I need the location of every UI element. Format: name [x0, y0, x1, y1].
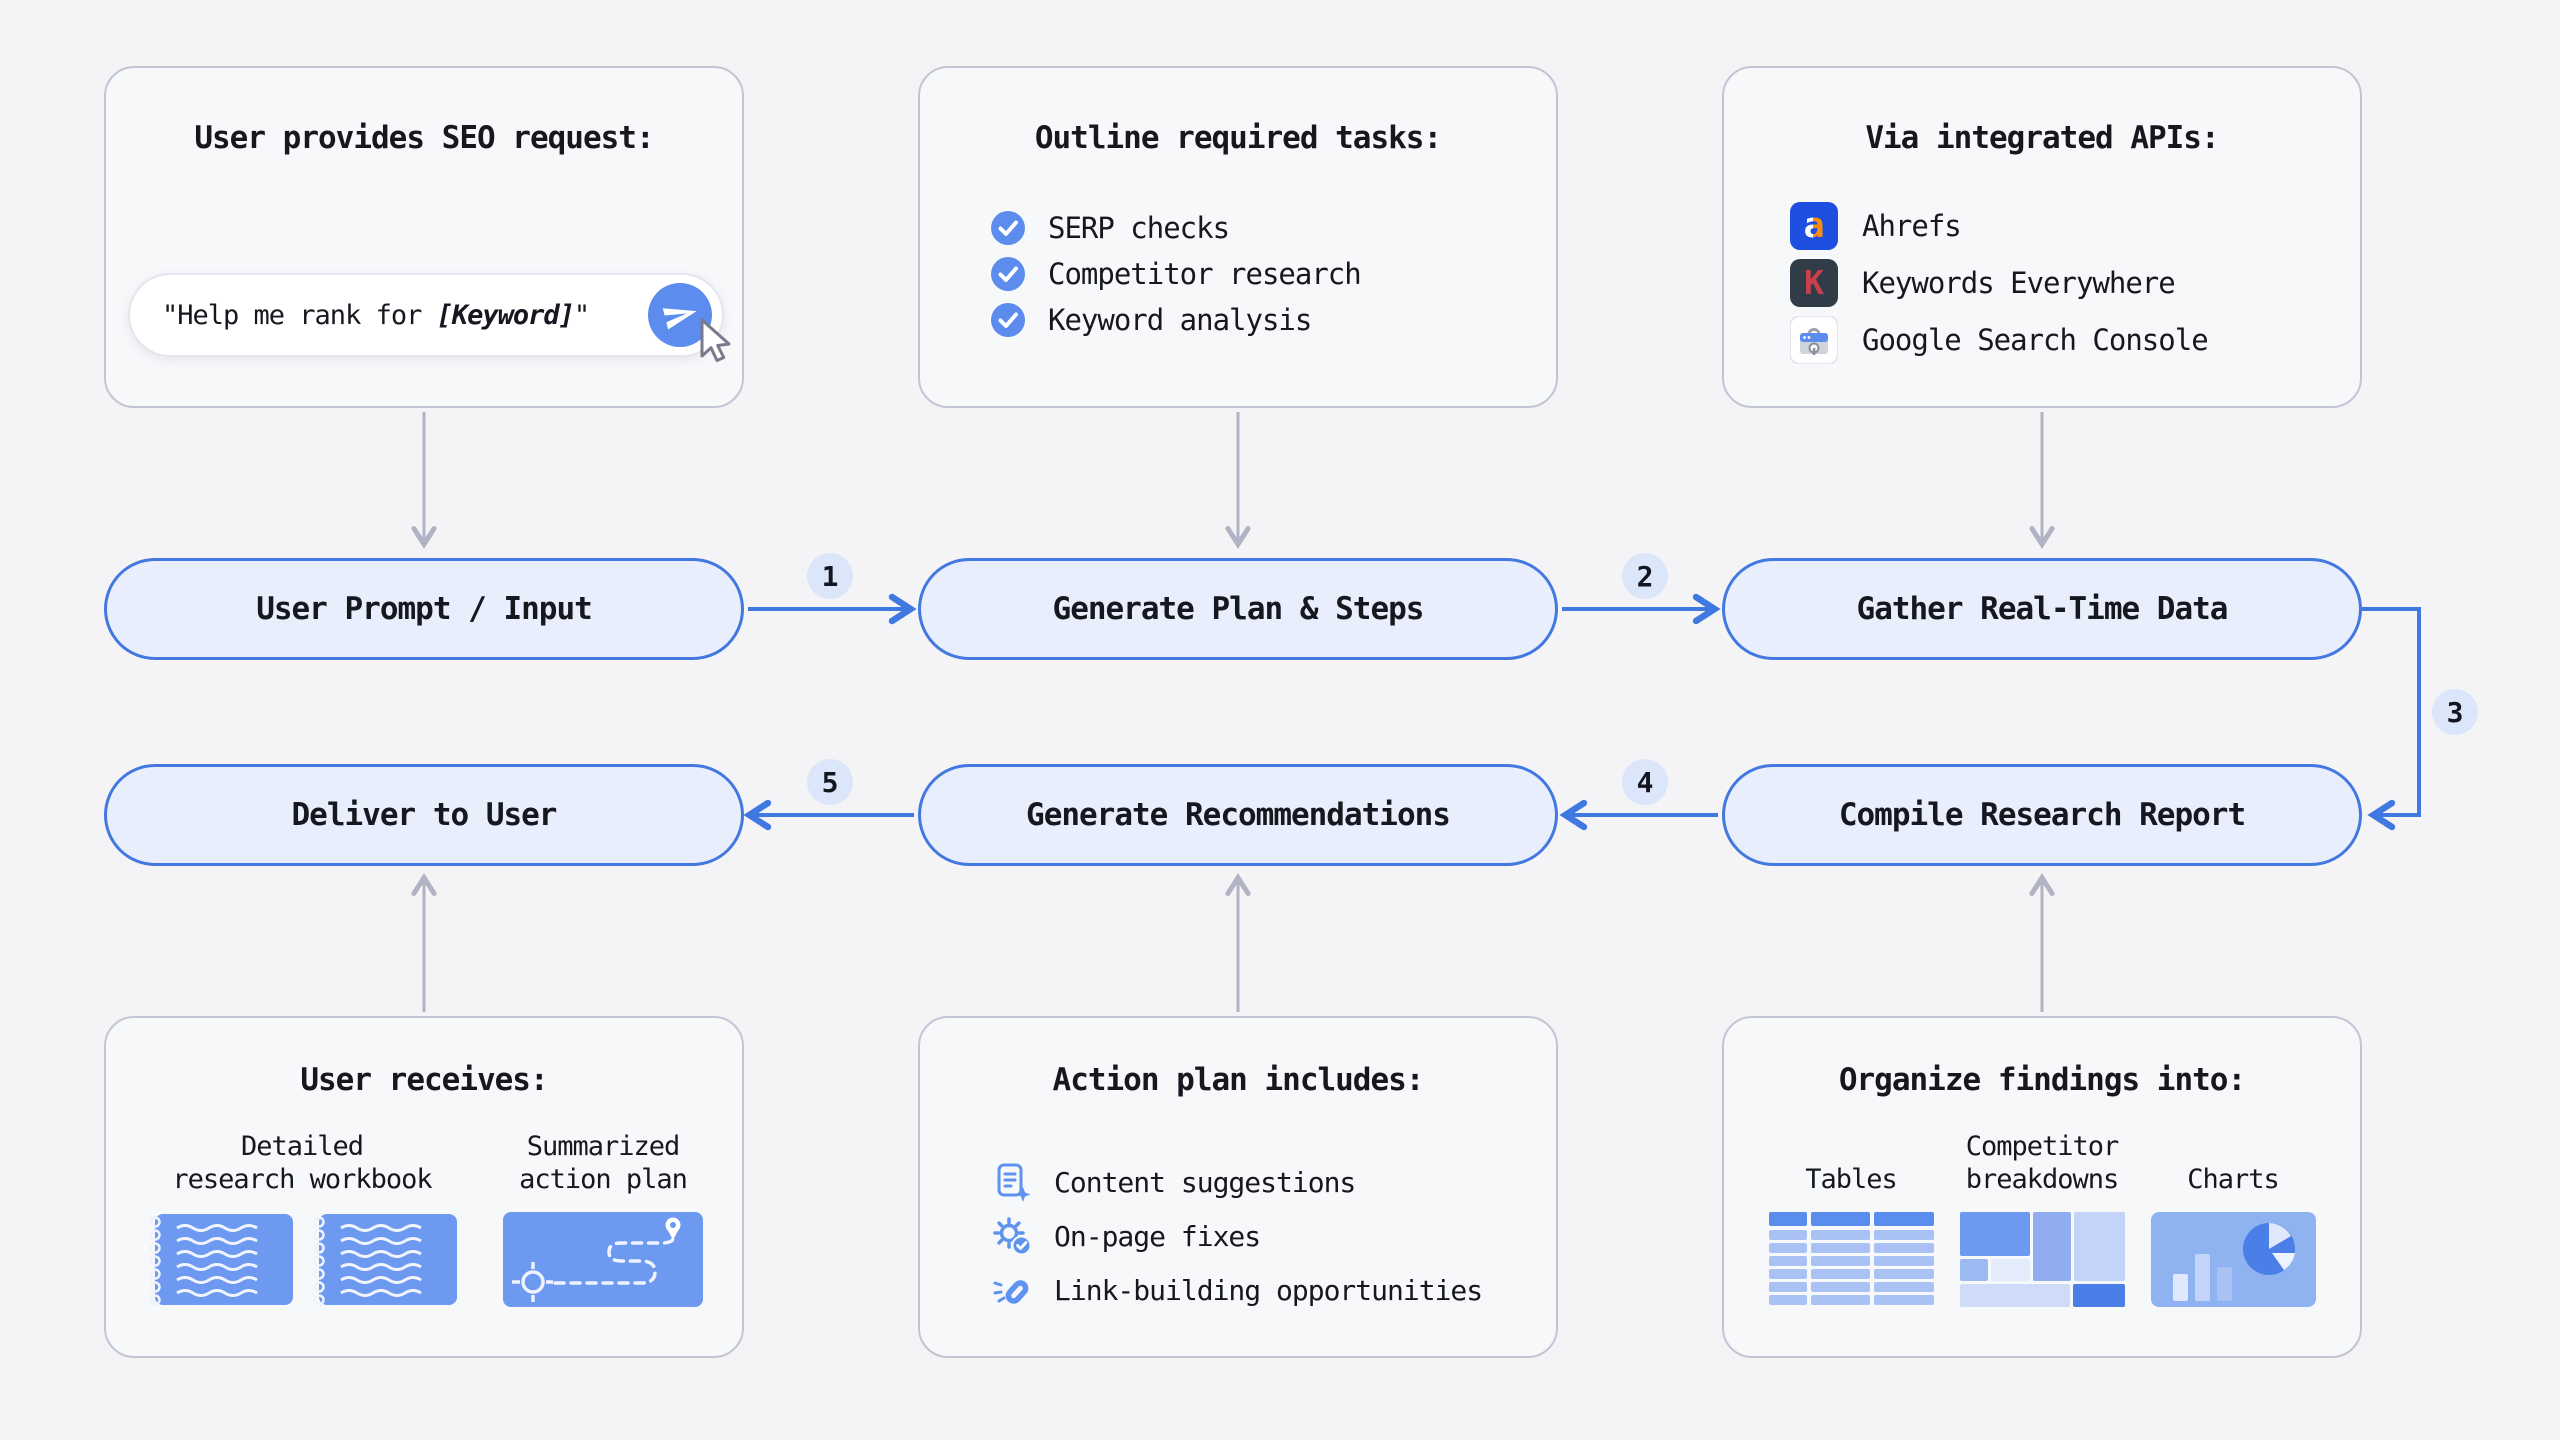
charts-label-line2: Charts — [2187, 1164, 2280, 1195]
treemap-icon — [1959, 1212, 2125, 1307]
tables-label-line2: Tables — [1805, 1164, 1898, 1195]
action-plan-item-label: Content suggestions — [1054, 1165, 1356, 1199]
card-seo-request: User provides SEO request: "Help me rank… — [104, 66, 744, 408]
seo-request-input[interactable]: "Help me rank for [Keyword]" — [128, 273, 731, 362]
send-paper-plane-icon — [662, 308, 697, 330]
api-item-label: Keywords Everywhere — [1862, 266, 2176, 300]
workbook-label: Detailed research workbook — [172, 1130, 432, 1196]
task-item: SERP checks — [990, 210, 1361, 246]
breakdowns-label-line2: breakdowns — [1965, 1164, 2120, 1195]
card-organize-findings: Organize findings into: Tables — [1722, 1016, 2362, 1358]
mouse-cursor-icon — [700, 318, 731, 362]
input-text-prefix: "Help me rank for — [162, 299, 437, 331]
task-item: Competitor research — [990, 256, 1362, 292]
flow-node-deliver: Deliver to User — [104, 764, 744, 866]
card-user-receives: User receives: Detailed research workboo… — [104, 1016, 744, 1358]
receive-action-plan-group: Summarized action plan — [503, 1130, 703, 1307]
card-action-plan-title: Action plan includes: — [1052, 1062, 1425, 1098]
task-item-label: Keyword analysis — [1048, 303, 1312, 337]
action-plan-item: Content suggestions — [992, 1162, 1482, 1202]
card-action-plan: Action plan includes: Content suggestion… — [918, 1016, 1558, 1358]
api-item: Google Search Console — [1790, 316, 2209, 364]
gear-check-icon — [993, 1217, 1032, 1256]
step-badge-1: 1 — [807, 553, 853, 599]
breakdowns-label: Competitor breakdowns — [1965, 1130, 2120, 1196]
action-plan-item-label: On-page fixes — [1054, 1219, 1261, 1253]
card-required-tasks: Outline required tasks: SERP checks Comp… — [918, 66, 1558, 408]
task-item: Keyword analysis — [990, 302, 1361, 338]
card-organize-findings-title: Organize findings into: — [1838, 1062, 2246, 1098]
task-item-label: SERP checks — [1048, 211, 1230, 245]
tables-label: Tables — [1805, 1130, 1898, 1196]
svg-text:K: K — [1804, 263, 1824, 302]
keywords-everywhere-icon: K — [1790, 259, 1838, 307]
action-plan-label-line1: Summarized — [526, 1131, 681, 1162]
input-text-keyword: [Keyword] — [436, 299, 575, 331]
notebook-icon — [149, 1214, 293, 1306]
api-item-label: Google Search Console — [1862, 323, 2209, 357]
check-circle-icon — [991, 211, 1025, 245]
api-item: a Ahrefs — [1790, 202, 2208, 250]
api-item-label: Ahrefs — [1862, 209, 1962, 243]
notebook-icon — [313, 1214, 457, 1306]
card-integrated-apis-title: Via integrated APIs: — [1865, 120, 2219, 156]
action-plan-item: Link-building opportunities — [992, 1270, 1483, 1310]
flow-node-gather-data: Gather Real-Time Data — [1722, 558, 2362, 660]
step-badge-3: 3 — [2432, 689, 2478, 735]
card-required-tasks-title: Outline required tasks: — [1034, 120, 1442, 156]
link-icon — [993, 1280, 1029, 1304]
receive-workbook-group: Detailed research workbook — [145, 1130, 459, 1307]
workbook-label-line2: research workbook — [172, 1164, 432, 1195]
breakdowns-label-line1: Competitor — [1965, 1131, 2120, 1162]
task-item-label: Competitor research — [1048, 257, 1362, 291]
flow-node-generate-recommendations: Generate Recommendations — [918, 764, 1558, 866]
action-plan-item: On-page fixes — [992, 1216, 1482, 1256]
flow-node-generate-plan: Generate Plan & Steps — [918, 558, 1558, 660]
google-search-console-icon — [1790, 316, 1838, 364]
action-plan-label-line2: action plan — [519, 1164, 688, 1195]
flow-arrow-step3 — [2362, 607, 2421, 831]
workbook-label-line1: Detailed — [240, 1131, 364, 1162]
step-badge-4: 4 — [1622, 759, 1668, 805]
card-seo-request-title: User provides SEO request: — [194, 120, 654, 156]
card-user-receives-title: User receives: — [300, 1062, 548, 1098]
document-sparkle-icon — [997, 1163, 1031, 1202]
organize-charts-group: Charts — [2150, 1130, 2316, 1307]
table-icon — [1768, 1212, 1934, 1305]
organize-tables-group: Tables — [1768, 1130, 1934, 1307]
svg-text:a: a — [1803, 206, 1824, 246]
seo-request-input-text: "Help me rank for [Keyword]" — [162, 299, 590, 331]
organize-breakdowns-group: Competitor breakdowns — [1959, 1130, 2125, 1307]
flow-node-compile-report: Compile Research Report — [1722, 764, 2362, 866]
action-plan-item-label: Link-building opportunities — [1054, 1273, 1483, 1307]
action-plan-label: Summarized action plan — [519, 1130, 688, 1196]
step-badge-5: 5 — [807, 759, 853, 805]
input-text-suffix: " — [573, 299, 590, 331]
step-badge-2: 2 — [1622, 553, 1668, 599]
ahrefs-icon: a — [1790, 202, 1838, 250]
charts-label: Charts — [2187, 1130, 2280, 1196]
check-circle-icon — [991, 257, 1025, 291]
api-item: K Keywords Everywhere — [1790, 259, 2208, 307]
flow-node-user-prompt: User Prompt / Input — [104, 558, 744, 660]
card-integrated-apis: Via integrated APIs: a Ahrefs K Keywords… — [1722, 66, 2362, 408]
bar-pie-chart-icon — [2150, 1212, 2316, 1307]
route-map-icon — [503, 1212, 703, 1307]
check-circle-icon — [991, 303, 1025, 337]
